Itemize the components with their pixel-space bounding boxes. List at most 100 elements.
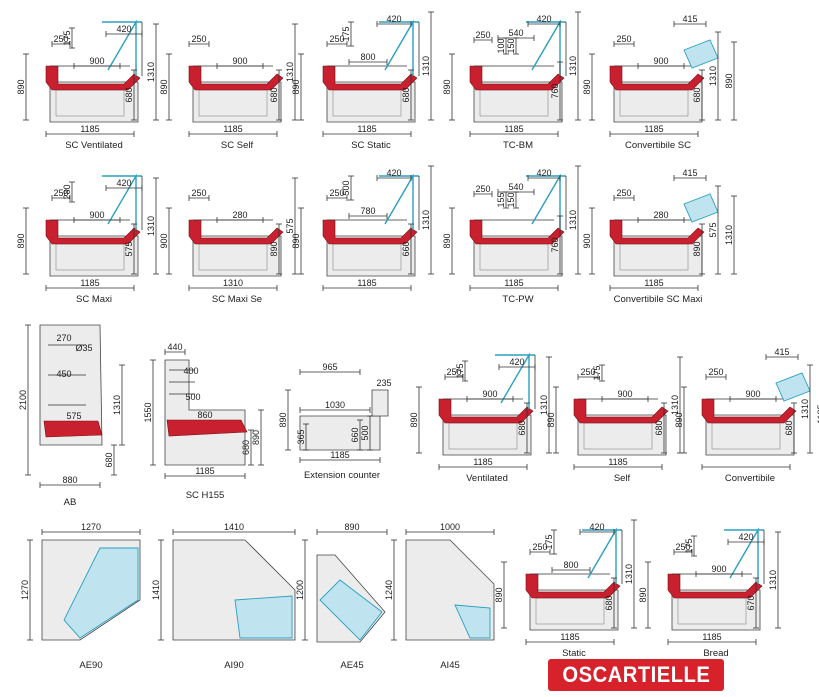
- dim-880-label: 880: [62, 475, 77, 485]
- dim-1185-label: 1185: [560, 632, 579, 642]
- red-tray: [45, 219, 141, 245]
- counter-base: [49, 81, 139, 123]
- red-tray: [525, 573, 621, 599]
- dim-890-label: 890: [278, 412, 288, 427]
- counter-base: [613, 81, 703, 123]
- dim-250-label: 250: [191, 188, 206, 198]
- counter-base: [473, 235, 563, 277]
- dim-680-label: 680: [241, 440, 251, 455]
- red-tray: [667, 573, 763, 599]
- dim-280-label: 280: [653, 210, 668, 220]
- dim-235: 235: [376, 378, 391, 388]
- dim-900-label: 900: [582, 233, 592, 248]
- dim-1310-label: 1310: [146, 216, 156, 236]
- caption: AI45: [440, 660, 460, 671]
- dim-680-label: 680: [104, 452, 114, 467]
- dim-250-label: 250: [580, 367, 595, 377]
- dim-1270-label: 1270: [81, 522, 101, 532]
- dim-365-label: 365: [296, 429, 306, 444]
- dim-890-label: 890: [291, 79, 301, 94]
- dim-1310-label: 1310: [285, 62, 295, 82]
- front-glass: [531, 19, 561, 76]
- dim-1550-label: 1550: [143, 402, 153, 422]
- tilted-glass: [683, 193, 719, 223]
- dim-890-label: 890: [16, 79, 26, 94]
- dim-100-label: 100: [496, 38, 506, 53]
- dim-250-label: 250: [329, 34, 344, 44]
- caption: TC-PW: [502, 294, 533, 305]
- dim-1310-label: 1310: [768, 570, 778, 590]
- red-tray: [609, 65, 705, 91]
- dim-760-label: 760: [550, 237, 560, 252]
- dim-440-label: 440: [167, 342, 182, 352]
- dim-500-label: 500: [360, 425, 370, 440]
- red-tray: [45, 65, 141, 91]
- dim-415-label: 415: [682, 168, 697, 178]
- dim-1185-label: 1185: [330, 450, 349, 460]
- oscartielle-logo: OSCARTIELLE: [548, 659, 724, 691]
- dim-250-label: 250: [675, 542, 690, 552]
- dim-1310-label: 1310: [724, 225, 734, 245]
- dim-1185-label: 1185: [223, 124, 242, 134]
- dim-1185-label: 1185: [80, 124, 99, 134]
- caption: AI90: [224, 660, 244, 671]
- dim-900-label: 900: [745, 389, 760, 399]
- dim-250-label: 250: [532, 542, 547, 552]
- caption: Ventilated: [466, 473, 508, 484]
- dim-890-label: 890: [251, 430, 261, 445]
- dim-420-label: 420: [536, 168, 551, 178]
- red-tray: [188, 65, 284, 91]
- dim-1185-label: 1185: [644, 278, 663, 288]
- counter-base: [529, 589, 619, 631]
- dim-680-label: 680: [604, 595, 614, 610]
- caption: SC Self: [221, 140, 254, 151]
- dim-1310-label: 1310: [568, 56, 578, 76]
- counter-base: [473, 81, 563, 123]
- dim-890-label: 890: [674, 412, 684, 427]
- dim-575-label: 575: [285, 218, 295, 233]
- dim-175-label: 175: [62, 30, 72, 45]
- dim-1310-label: 1310: [223, 278, 243, 288]
- dim-500-label: 500: [341, 180, 351, 195]
- caption: SC Static: [351, 140, 391, 151]
- dim-890-label: 890: [692, 241, 702, 256]
- dim-680-label: 680: [692, 87, 702, 102]
- corner-glass: [234, 595, 293, 639]
- dim-250-label: 250: [191, 34, 206, 44]
- caption: AE90: [79, 660, 102, 671]
- red-tray: [322, 65, 418, 91]
- dim-420-label: 420: [386, 168, 401, 178]
- dim-175-label: 175: [455, 363, 465, 378]
- caption: AB: [64, 497, 77, 508]
- dim-450: 450: [56, 369, 71, 379]
- dim-1185-label: 1185: [644, 124, 663, 134]
- caption: AE45: [340, 660, 363, 671]
- caption: Convertibile SC Maxi: [614, 294, 703, 305]
- dim-280-label: 280: [62, 184, 72, 199]
- dim-2100-label: 2100: [18, 390, 28, 410]
- dim-1185-label: 1185: [195, 466, 214, 476]
- front-glass: [531, 173, 561, 230]
- dim-500: 500: [185, 392, 200, 402]
- dim-900-label: 900: [617, 389, 632, 399]
- dim-175-label: 175: [544, 534, 554, 549]
- dim-1240-label: 1240: [384, 580, 394, 600]
- dim-1310-label: 1310: [539, 395, 549, 415]
- front-glass: [587, 527, 617, 584]
- dim-250-label: 250: [53, 188, 68, 198]
- dim-250-label: 250: [616, 188, 631, 198]
- counter-base: [577, 414, 667, 456]
- dim-800-label: 800: [563, 560, 578, 570]
- dim-420-label: 420: [116, 178, 131, 188]
- dim-900-label: 900: [159, 233, 169, 248]
- dim-250-label: 250: [708, 367, 723, 377]
- dim-890-label: 890: [344, 522, 359, 532]
- dim-1410-label: 1410: [151, 580, 161, 600]
- counter-base: [326, 81, 416, 123]
- ab-body: [39, 324, 103, 446]
- red-tray: [188, 219, 284, 245]
